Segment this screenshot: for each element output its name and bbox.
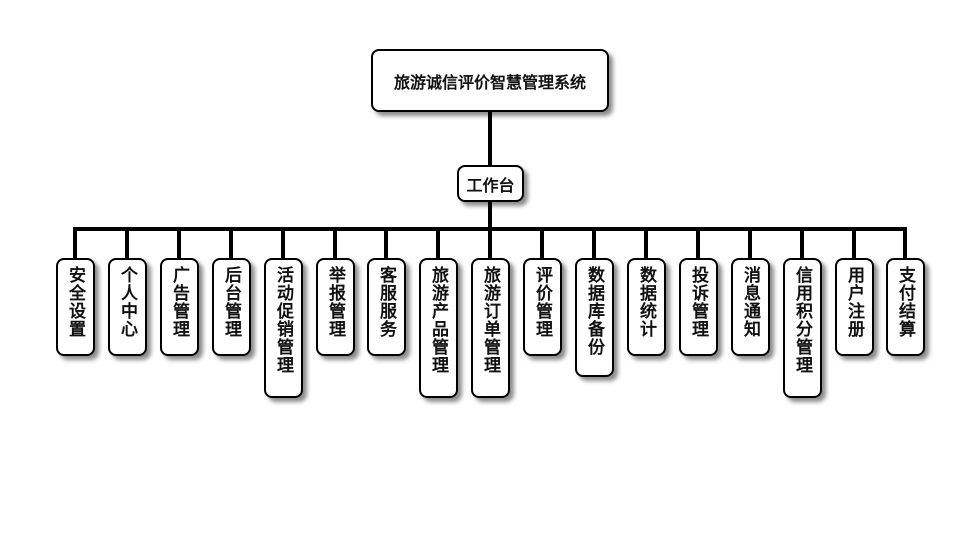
module-node: 个人中心 bbox=[107, 258, 147, 356]
module-label: 举报管理 bbox=[325, 266, 345, 338]
module-drop-line bbox=[281, 229, 285, 259]
module-label: 活动促销管理 bbox=[273, 266, 293, 374]
module-drop-line bbox=[644, 229, 648, 259]
module-drop-line bbox=[696, 229, 700, 259]
module-node: 支付结算 bbox=[885, 258, 925, 356]
module-node: 用户注册 bbox=[834, 258, 874, 356]
module-drop-line bbox=[800, 229, 804, 259]
module-node: 数据统计 bbox=[626, 258, 666, 356]
module-drop-line bbox=[488, 229, 492, 259]
module-node: 投诉管理 bbox=[678, 258, 718, 356]
module-label: 数据库备份 bbox=[584, 266, 604, 356]
module-drop-line bbox=[748, 229, 752, 259]
module-label: 信用积分管理 bbox=[792, 266, 812, 374]
module-node: 消息通知 bbox=[730, 258, 770, 356]
module-label: 客服服务 bbox=[376, 266, 396, 338]
module-node: 客服服务 bbox=[366, 258, 406, 356]
system-title-node: 旅游诚信评价智慧管理系统 bbox=[371, 49, 609, 112]
module-node: 活动促销管理 bbox=[263, 258, 303, 398]
module-label: 个人中心 bbox=[117, 266, 137, 338]
module-label: 安全设置 bbox=[65, 266, 85, 338]
module-label: 评价管理 bbox=[532, 266, 552, 338]
module-node: 旅游订单管理 bbox=[470, 258, 510, 398]
module-drop-line bbox=[436, 229, 440, 259]
module-drop-line bbox=[540, 229, 544, 259]
system-title: 旅游诚信评价智慧管理系统 bbox=[393, 72, 586, 92]
module-node: 安全设置 bbox=[55, 258, 95, 356]
module-drop-line bbox=[229, 229, 233, 259]
module-node: 后台管理 bbox=[211, 258, 251, 356]
module-label: 旅游产品管理 bbox=[428, 266, 448, 374]
hub-connector bbox=[488, 202, 492, 229]
module-label: 旅游订单管理 bbox=[480, 266, 500, 374]
module-drop-line bbox=[384, 229, 388, 259]
module-drop-line bbox=[903, 229, 907, 259]
module-node: 数据库备份 bbox=[574, 258, 614, 377]
module-drop-line bbox=[125, 229, 129, 259]
module-drop-line bbox=[592, 229, 596, 259]
module-node: 评价管理 bbox=[522, 258, 562, 356]
module-label: 数据统计 bbox=[636, 266, 656, 338]
module-label: 广告管理 bbox=[169, 266, 189, 338]
module-label: 消息通知 bbox=[740, 266, 760, 338]
module-label: 投诉管理 bbox=[688, 266, 708, 338]
module-node: 举报管理 bbox=[315, 258, 355, 356]
module-label: 用户注册 bbox=[844, 266, 864, 338]
module-label: 后台管理 bbox=[221, 266, 241, 338]
module-node: 信用积分管理 bbox=[782, 258, 822, 398]
module-drop-line bbox=[177, 229, 181, 259]
module-drop-line bbox=[333, 229, 337, 259]
module-node: 广告管理 bbox=[159, 258, 199, 356]
module-drop-line bbox=[852, 229, 856, 259]
workbench-node: 工作台 bbox=[457, 165, 524, 202]
module-label: 支付结算 bbox=[895, 266, 915, 338]
root-connector bbox=[488, 112, 492, 165]
workbench-label: 工作台 bbox=[466, 175, 515, 195]
module-drop-line bbox=[73, 229, 77, 259]
module-node: 旅游产品管理 bbox=[418, 258, 458, 398]
